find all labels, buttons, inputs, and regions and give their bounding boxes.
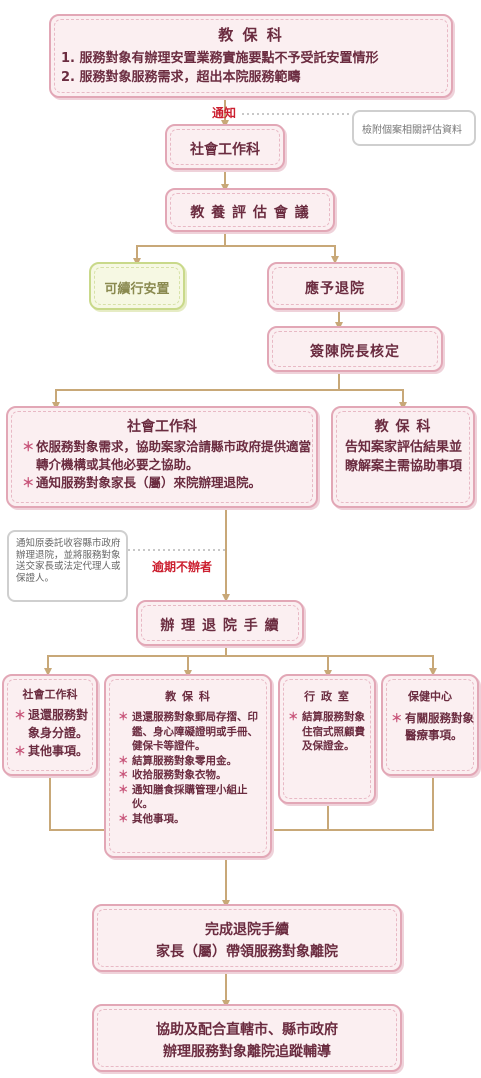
- procedures-label: 辦 理 退 院 手 續: [160, 618, 280, 634]
- complete-line-1: 完成退院手續: [205, 922, 289, 938]
- branch-education-item-2: 結算服務對象零用金。: [118, 754, 264, 769]
- followup-line-2: 辦理服務對象離院追蹤輔導: [163, 1044, 331, 1060]
- branch-health-box: 保健中心 有關服務對象醫療事項。: [381, 674, 479, 776]
- branch-admin-title: 行 政 室: [304, 690, 350, 703]
- education-box-1: 教 保 科 告知案家評估結果並瞭解案主需協助事項: [331, 406, 475, 508]
- branch-education-title: 教 保 科: [165, 690, 211, 703]
- branch-education-item-1: 退還服務對象郵局存摺、印鑑、身心障礙證明或手冊、健保卡等證件。: [118, 710, 264, 754]
- continue-placement-label: 可續行安置: [104, 282, 170, 297]
- attach-note: 檢附個案相關評估資料: [352, 110, 476, 146]
- arrow-meeting-split: [136, 232, 226, 260]
- followup-line-1: 協助及配合直轄市、縣市政府: [156, 1022, 338, 1038]
- continue-placement-box: 可續行安置: [89, 262, 185, 310]
- top-education-box: 教 保 科 1. 服務對象有辦理安置業務實施要點不予受託安置情形 2. 服務對象…: [49, 14, 453, 98]
- director-approval-box: 簽陳院長核定: [267, 326, 443, 372]
- should-discharge-label: 應予退院: [305, 281, 365, 297]
- procedures-box: 辦 理 退 院 手 續: [136, 600, 304, 646]
- left-note: 通知原委託收容縣市政府辦理退院，並將服務對象送交家長或法定代理人或保證人。: [7, 530, 128, 602]
- overdue-label: 逾期不辦者: [152, 560, 213, 574]
- arrow-procedures-split: [44, 646, 227, 676]
- branch-health-title: 保健中心: [408, 690, 452, 703]
- branch-social-box: 社會工作科 退還服務對象身分證。 其他事項。: [2, 674, 98, 776]
- branch-social-item-1: 退還服務對象身分證。: [14, 706, 94, 742]
- social-work-1-label: 社會工作科: [190, 142, 260, 158]
- branch-education-item-5: 其他事項。: [118, 812, 264, 827]
- attach-note-text: 檢附個案相關評估資料: [362, 125, 462, 136]
- should-discharge-box: 應予退院: [267, 262, 403, 310]
- branch-education-item-4: 通知膳食採購管理小組止伙。: [118, 783, 264, 812]
- branch-social-title: 社會工作科: [22, 688, 78, 701]
- meeting-label: 教 養 評 估 會 議: [190, 205, 310, 221]
- social-work-2-title: 社會工作科: [127, 419, 197, 435]
- top-item-2: 2. 服務對象服務需求，超出本院服務範疇: [61, 70, 301, 85]
- branch-social-item-2: 其他事項。: [14, 742, 94, 760]
- social-work-box-2: 社會工作科 依服務對象需求，協助案家洽請縣市政府提供適當轉介機構或其他必要之協助…: [6, 406, 318, 508]
- social-work-box-1: 社會工作科: [165, 124, 285, 170]
- top-item-1: 1. 服務對象有辦理安置業務實施要點不予受託安置情形: [61, 51, 379, 66]
- arrow-approval-split: [52, 372, 340, 410]
- left-note-text: 通知原委託收容縣市政府辦理退院，並將服務對象送交家長或法定代理人或保證人。: [16, 538, 121, 584]
- education-1-body: 告知案家評估結果並瞭解案主需協助事項: [345, 440, 463, 474]
- branch-health-item-1: 有關服務對象醫療事項。: [391, 710, 475, 744]
- followup-box: 協助及配合直轄市、縣市政府 辦理服務對象離院追蹤輔導: [92, 1004, 402, 1072]
- meeting-box: 教 養 評 估 會 議: [165, 188, 335, 232]
- branch-admin-item-1: 結算服務對象住宿式照顧費及保證金。: [288, 710, 372, 754]
- complete-line-2: 家長（屬）帶領服務對象離院: [156, 944, 338, 960]
- branch-education-item-3: 收拾服務對象衣物。: [118, 768, 264, 783]
- branch-admin-box: 行 政 室 結算服務對象住宿式照顧費及保證金。: [278, 674, 376, 804]
- director-approval-label: 簽陳院長核定: [310, 344, 400, 360]
- social-work-2-item-2: 通知服務對象家長（屬）來院辦理退院。: [22, 474, 312, 492]
- notify-label: 通知: [212, 106, 237, 120]
- education-1-title: 教 保 科: [374, 419, 432, 435]
- social-work-2-item-1: 依服務對象需求，協助案家洽請縣市政府提供適當轉介機構或其他必要之協助。: [22, 438, 312, 474]
- complete-box: 完成退院手續 家長（屬）帶領服務對象離院: [92, 904, 402, 972]
- top-education-title: 教 保 科: [218, 26, 284, 44]
- branch-education-box: 教 保 科 退還服務對象郵局存摺、印鑑、身心障礙證明或手冊、健保卡等證件。 結算…: [104, 674, 272, 858]
